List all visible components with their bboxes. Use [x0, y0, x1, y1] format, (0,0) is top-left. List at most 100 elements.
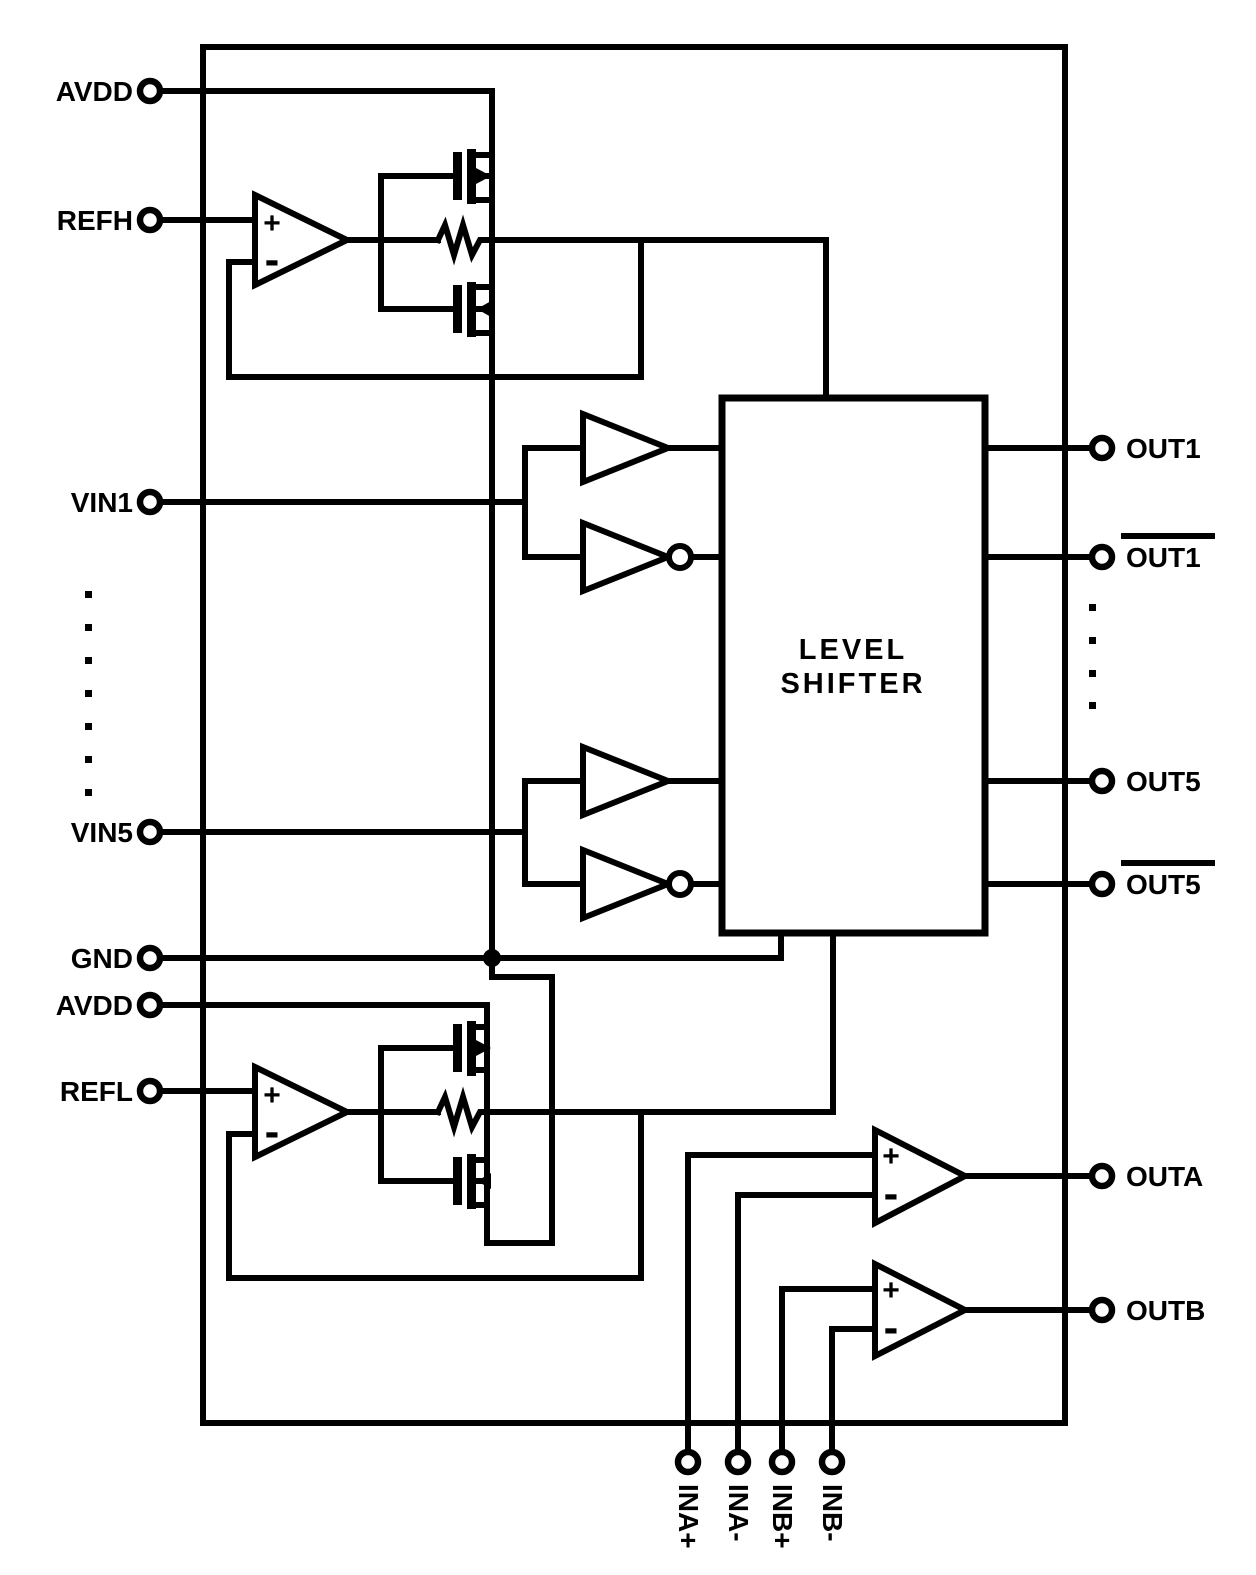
pin-gnd: [136, 944, 164, 972]
pin-inb-plus: [768, 1448, 796, 1476]
refl-nmos-channel-bar: [467, 1154, 476, 1209]
comparator-b-triangle: [872, 1259, 972, 1361]
refh-pmos-transistor: [453, 149, 495, 204]
refh-pmos-gate-bar: [453, 152, 462, 200]
refh-nmos-transistor: [453, 282, 495, 337]
pin-ina-minus-label: INA-: [723, 1484, 754, 1542]
vin5-buffer-triangle: [580, 742, 677, 820]
refl-opamp-minus-sign: -: [265, 1107, 280, 1156]
ina-plus-wire: [685, 1152, 878, 1453]
comparator-a: + -: [872, 1125, 972, 1228]
refl-buffer-circuit: + -: [252, 1021, 491, 1209]
level-shifter-label-line1: LEVEL: [799, 634, 907, 666]
refh-opamp-plus-sign: +: [263, 207, 281, 240]
refh-nmos-body-arrow: [477, 301, 491, 317]
pin-refl-label: REFL: [60, 1076, 133, 1107]
vin1-buffer-triangle: [580, 409, 677, 487]
refh-pmos-channel-bar: [467, 149, 476, 204]
vin1-wire: [159, 445, 586, 560]
pin-vin5-label: VIN5: [71, 817, 133, 848]
pin-avdd-top-label: AVDD: [56, 76, 133, 107]
comparator-b-plus-sign: +: [882, 1274, 900, 1307]
pin-outa: [1088, 1162, 1116, 1190]
out-ellipsis-dots: [1089, 604, 1096, 709]
pin-vin1-label: VIN1: [71, 487, 133, 518]
refl-feedback-wire: [226, 1109, 644, 1281]
refl-pmos-transistor: [453, 1021, 491, 1076]
pin-avdd-top: [136, 77, 164, 105]
comparator-a-plus-sign: +: [882, 1140, 900, 1173]
pin-outb: [1088, 1296, 1116, 1324]
chip-boundary-box: [200, 44, 1068, 1426]
vin1-inverter: [580, 518, 694, 596]
refl-pmos-gate-bar: [453, 1024, 462, 1072]
refl-gate-bus: [378, 1045, 460, 1184]
vin1-inverter-bubble: [666, 543, 694, 571]
left-pins: AVDD REFH VIN1 VIN5 GND AVDD REFL: [56, 76, 164, 1107]
comparator-b: + -: [872, 1259, 972, 1361]
gnd-to-nmos-wire: [484, 955, 555, 1246]
pin-gnd-label: GND: [71, 943, 133, 974]
avdd-bottom-wire: [159, 1002, 490, 1030]
wires: [159, 88, 1095, 1453]
vin5-inverter-triangle: [580, 845, 677, 923]
vin5-buffer: [580, 742, 677, 820]
pin-inb-minus-label: INB-: [817, 1484, 848, 1542]
pin-refh-label: REFH: [57, 205, 133, 236]
refl-opamp: [252, 1062, 354, 1162]
pin-out1b-label: OUT1: [1126, 542, 1201, 573]
vin1-inverter-triangle: [580, 518, 677, 596]
comparator-b-minus-sign: -: [884, 1303, 899, 1352]
comparator-a-triangle: [872, 1125, 972, 1228]
gnd-wire: [159, 930, 784, 961]
pin-refh: [136, 206, 164, 234]
refl-nmos-transistor: [453, 1154, 491, 1209]
refh-buffer-circuit: + -: [252, 149, 495, 337]
pin-out5b: [1088, 870, 1116, 898]
refl-nmos-gate-bar: [453, 1157, 462, 1205]
right-pins: OUT1 OUT1 OUT5 OUT5 OUTA OUTB: [1088, 433, 1215, 1326]
refl-node-to-levelshifter: [484, 930, 836, 1115]
pin-vin1: [136, 488, 164, 516]
pin-ina-plus-label: INA+: [673, 1484, 704, 1549]
pin-inb-plus-label: INB+: [767, 1484, 798, 1549]
pin-outb-label: OUTB: [1126, 1295, 1205, 1326]
vin5-inverter: [580, 845, 694, 923]
pin-out5: [1088, 767, 1116, 795]
pin-vin5: [136, 818, 164, 846]
vin5-inverter-bubble: [666, 870, 694, 898]
gnd-junction-dot: [483, 949, 501, 967]
avdd-top-wire: [159, 88, 495, 155]
pin-ina-minus: [724, 1448, 752, 1476]
vin5-wire: [159, 778, 586, 887]
pin-out5-label: OUT5: [1126, 766, 1201, 797]
pin-outa-label: OUTA: [1126, 1161, 1203, 1192]
pin-out1: [1088, 434, 1116, 462]
inb-minus-wire: [829, 1326, 878, 1453]
ina-minus-wire: [735, 1192, 878, 1453]
refl-nmos-body-arrow: [477, 1173, 491, 1189]
comparator-a-minus-sign: -: [884, 1169, 899, 1218]
refl-pmos-channel-bar: [467, 1021, 476, 1076]
refh-node-to-levelshifter: [489, 237, 829, 401]
refh-nmos-gate-bar: [453, 285, 462, 333]
pin-inb-minus: [818, 1448, 846, 1476]
level-shifter-block: LEVEL SHIFTER: [718, 394, 989, 937]
vin-ellipsis-dots: [85, 591, 92, 796]
inb-plus-wire: [779, 1286, 878, 1453]
bottom-pins: INA+ INA- INB+ INB-: [673, 1448, 848, 1549]
level-shifter-box: [718, 394, 989, 937]
refl-pmos-body-arrow: [476, 1040, 491, 1056]
vin1-buffer: [580, 409, 677, 487]
refh-pmos-body-arrow: [476, 168, 491, 184]
pin-out1b: [1088, 543, 1116, 571]
refh-resistor: [434, 214, 495, 266]
refl-resistor: [434, 1086, 490, 1138]
level-shifter-label-line2: SHIFTER: [780, 668, 925, 700]
refh-nmos-channel-bar: [467, 282, 476, 337]
pin-avdd-bottom-label: AVDD: [56, 990, 133, 1021]
refh-opamp-minus-sign: -: [265, 235, 280, 284]
pin-out1-label: OUT1: [1126, 433, 1201, 464]
